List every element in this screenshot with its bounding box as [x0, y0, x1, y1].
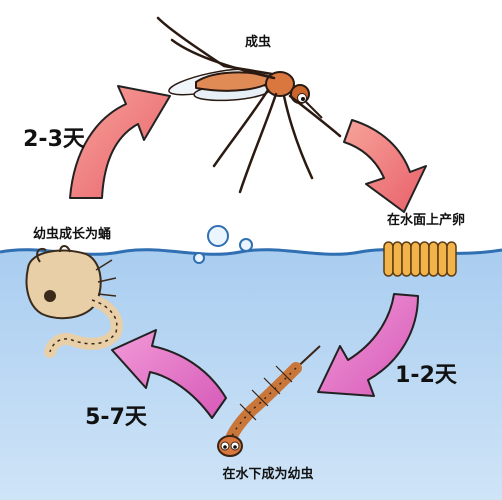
arrow-larva-to-pupa [111, 329, 227, 419]
adult-mosquito-illustration [156, 16, 342, 194]
stage-label-eggs: 在水面上产卵 [387, 212, 465, 228]
larva-illustration [217, 345, 321, 457]
stage-label-larva: 在水下成为幼虫 [222, 466, 313, 482]
stage-label-adult: 成虫 [245, 34, 271, 50]
arrow-eggs-to-larva [317, 293, 419, 397]
duration-label-eggs-to-larva: 1-2天 [395, 363, 458, 388]
pupa-illustration [25, 245, 123, 358]
egg-raft-illustration [383, 241, 457, 277]
duration-label-pupa-to-adult: 2-3天 [23, 127, 86, 152]
bubbles [193, 225, 253, 264]
stage-label-pupa: 幼虫成长为蛹 [33, 226, 111, 242]
arrow-adult-to-eggs [343, 119, 427, 213]
water-body [0, 249, 502, 500]
duration-label-larva-to-pupa: 5-7天 [85, 405, 148, 430]
arrow-pupa-to-adult [69, 85, 171, 199]
